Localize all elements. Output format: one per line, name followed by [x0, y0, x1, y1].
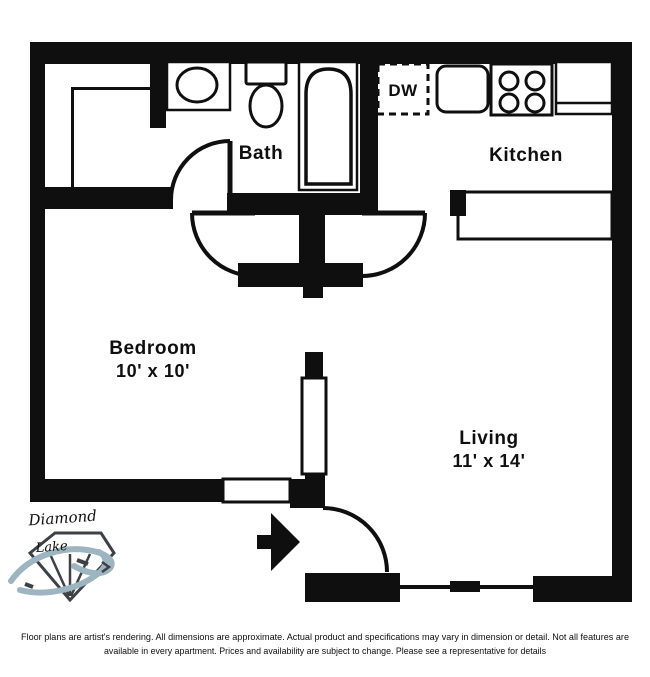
logo: Diamond Lake [8, 507, 116, 603]
logo-text-line2: Lake [34, 539, 68, 556]
pocket-door-wall-bottom [305, 474, 325, 508]
living-window-frame [450, 581, 480, 592]
kitchen-fixtures: DW [376, 60, 614, 241]
hall-closet-top [227, 193, 368, 215]
wall-entry-bottom [305, 573, 400, 602]
closet-right-door-swing-icon [361, 212, 427, 278]
bathtub-icon [304, 67, 353, 186]
logo-swoosh-lower [17, 549, 109, 596]
bath-sink-icon [175, 66, 219, 104]
burner-icon [498, 70, 520, 92]
closet-partition-top [71, 87, 150, 90]
bath-door-swing-icon [169, 139, 231, 201]
closet-left-door-swing-icon [190, 212, 256, 278]
bedroom-dimensions: 10' x 10' [116, 361, 190, 381]
hall-closet-stub [303, 287, 323, 298]
room-labels: Bath Kitchen Bedroom 10' x 10' Living 11… [109, 143, 563, 471]
pocket-door-wall-top [305, 352, 323, 378]
logo-text-line1: Diamond [27, 507, 97, 530]
fridge-icon [554, 60, 614, 116]
wall-bedroom-bottom-west [30, 479, 223, 502]
wall-top [30, 42, 632, 64]
wall-left [30, 42, 45, 502]
pocket-door [300, 376, 328, 476]
dishwasher-label: DW [388, 81, 418, 100]
wall-right [612, 42, 632, 602]
entry-door-swing-icon [322, 506, 389, 573]
logo-dash-marks [24, 558, 89, 589]
doors [169, 139, 427, 573]
disclaimer-line-2: available in every apartment. Prices and… [104, 646, 546, 657]
counter-end-post [450, 190, 466, 216]
hall-closet-bottom [238, 263, 363, 287]
kitchen-label: Kitchen [489, 145, 563, 166]
wall-closet-divider [150, 58, 166, 128]
living-dimensions: 11' x 14' [452, 451, 525, 471]
entry-arrow-icon [257, 513, 300, 571]
toilet-icon [248, 83, 284, 129]
disclaimer-line-1: Floor plans are artist's rendering. All … [21, 632, 629, 643]
wall-bath-bedroom [30, 187, 173, 209]
wall-living-bottom-east [533, 576, 632, 602]
counter-bar [456, 190, 614, 241]
burner-icon [498, 92, 520, 114]
wall-kitchen-bath [360, 42, 378, 215]
burner-icon [524, 92, 546, 114]
kitchen-sink-icon [435, 64, 490, 114]
toilet-tank [244, 60, 288, 86]
closet-partition-left [71, 87, 74, 196]
interior-walls [30, 42, 378, 508]
logo-chevron-icon [101, 560, 112, 574]
living-label: Living [459, 428, 519, 449]
bath-fixtures [165, 60, 359, 192]
windows [221, 477, 533, 592]
bedroom-window [221, 477, 292, 504]
bedroom-label: Bedroom [109, 338, 197, 359]
bath-label: Bath [239, 143, 284, 164]
disclaimer: Floor plans are artist's rendering. All … [21, 632, 629, 657]
dishwasher-icon [376, 62, 430, 116]
burner-icon [524, 70, 546, 92]
